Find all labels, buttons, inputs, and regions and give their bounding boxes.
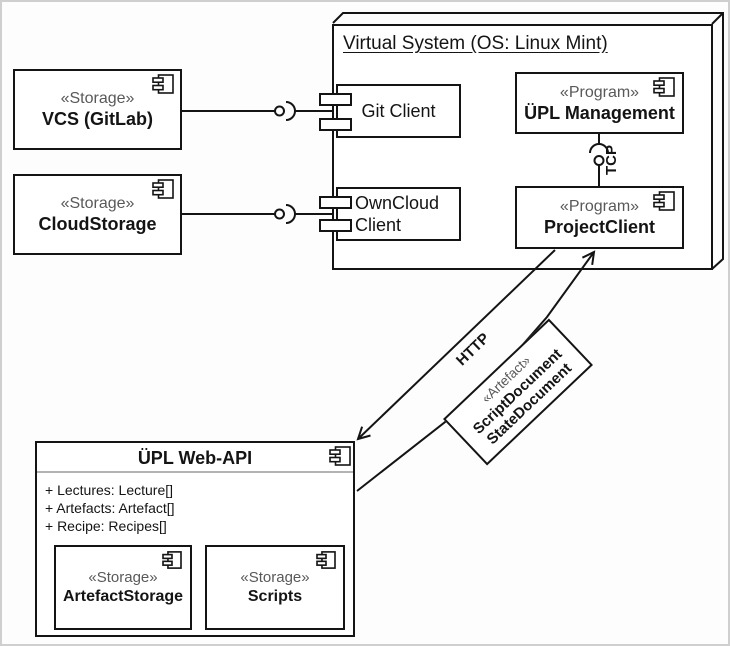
git-client-name: Git Client (361, 101, 436, 121)
component-icon (329, 446, 351, 466)
component-scripts: «Storage» Scripts (205, 545, 345, 630)
component-vcs-gitlab: «Storage» VCS (GitLab) (13, 69, 182, 150)
artefact-note: «Artefact» ScriptDocument StateDocument (443, 318, 593, 466)
header-separator (37, 471, 353, 473)
component-icon (653, 77, 675, 97)
socket-interface-icon (285, 101, 296, 121)
vcs-stereotype: «Storage» (60, 90, 135, 107)
ball-interface-icon (274, 105, 285, 117)
artefact-storage-stereotype: «Storage» (88, 568, 158, 586)
project-client-stereotype: «Program» (559, 198, 640, 215)
arrowhead (356, 426, 371, 441)
web-api-attribute: + Artefacts: Artefact[] (45, 500, 175, 516)
vcs-name: VCS (GitLab) (42, 109, 153, 129)
component-icon (162, 551, 182, 569)
component-icon (152, 74, 174, 94)
component-icon (316, 551, 336, 569)
ball-interface-icon (274, 208, 285, 220)
owncloud-client-name: OwnCloud Client (355, 193, 440, 235)
socket-interface-icon (285, 204, 296, 224)
artefact-storage-name: ArtefactStorage (62, 587, 184, 605)
component-icon (152, 179, 174, 199)
web-api-attribute: + Lectures: Lecture[] (45, 482, 174, 498)
tcp-label: TCP (603, 145, 620, 175)
scripts-stereotype: «Storage» (240, 568, 310, 586)
node-virtual-system-title: Virtual System (OS: Linux Mint) (343, 33, 608, 54)
cloudstorage-name: CloudStorage (38, 214, 157, 234)
component-git-client: Git Client (336, 84, 461, 138)
component-owncloud-client: OwnCloud Client (336, 187, 461, 241)
component-icon (653, 191, 675, 211)
cloudstorage-stereotype: «Storage» (60, 195, 135, 212)
upl-management-stereotype: «Program» (559, 83, 640, 101)
scripts-name: Scripts (247, 587, 303, 605)
web-api-title: ÜPL Web-API (137, 448, 253, 468)
upl-management-name: ÜPL Management (524, 102, 675, 123)
project-client-name: ProjectClient (543, 217, 656, 237)
web-api-attribute: + Recipe: Recipes[] (45, 518, 167, 534)
